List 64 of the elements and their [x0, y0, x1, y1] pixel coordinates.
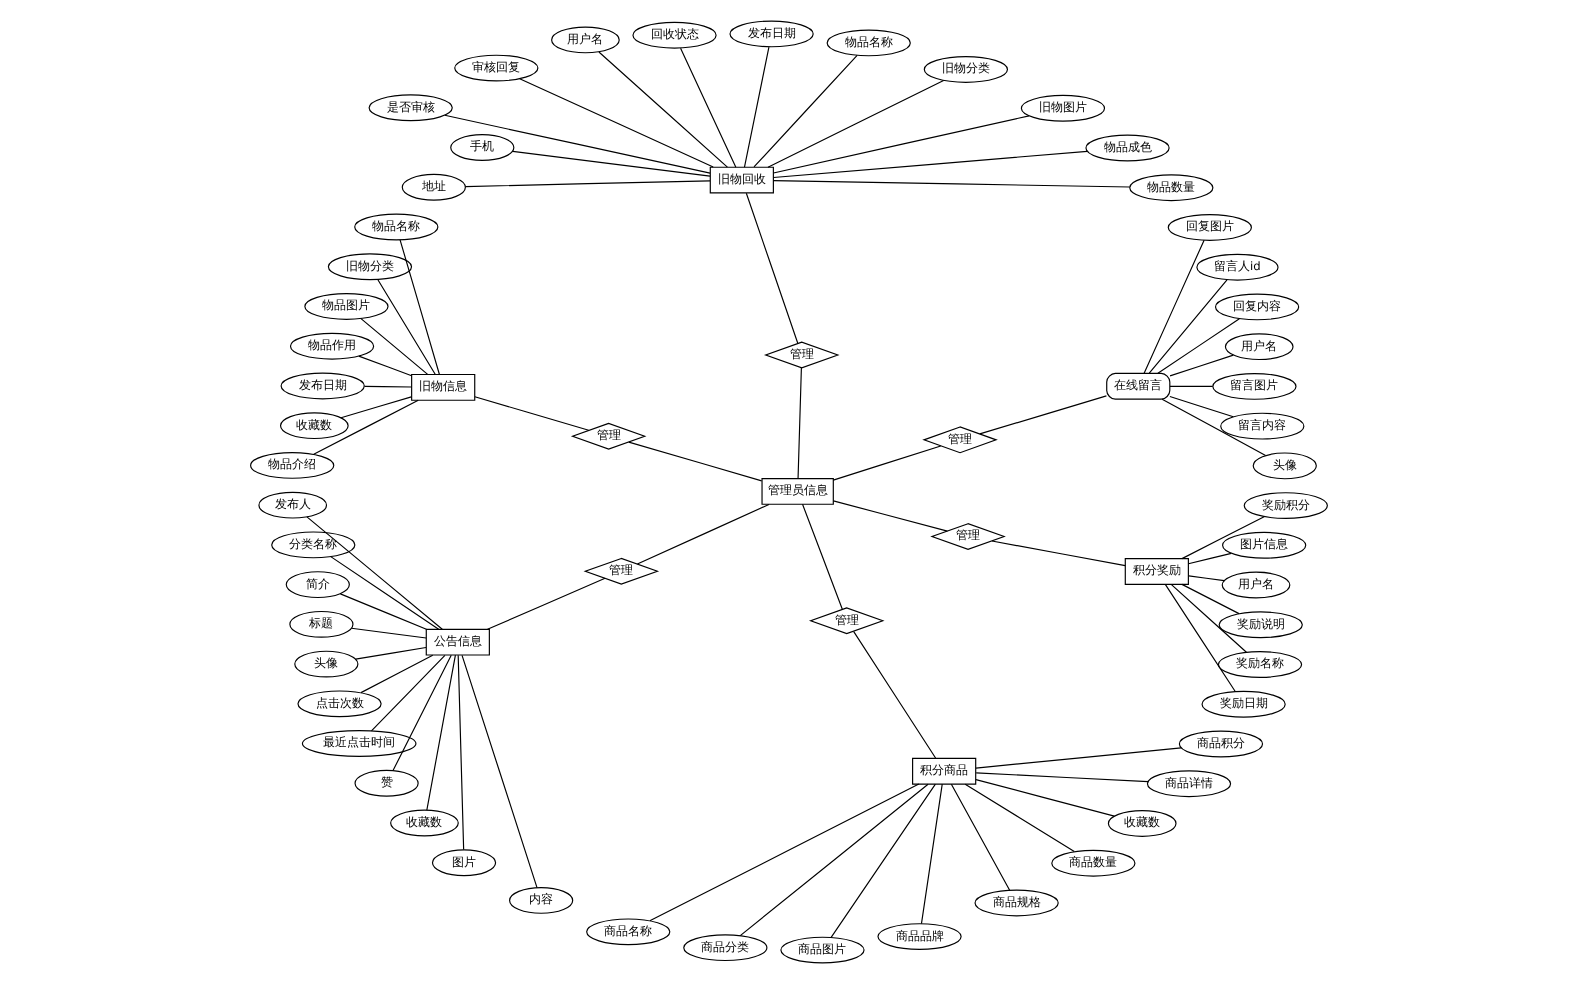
connector	[1157, 318, 1240, 374]
connector	[636, 503, 770, 565]
connector	[745, 192, 799, 345]
connector	[598, 51, 728, 168]
connector	[832, 445, 942, 481]
connector	[801, 503, 843, 610]
connector	[975, 779, 1115, 817]
connector	[979, 395, 1107, 435]
connector	[1169, 354, 1234, 377]
connector	[1169, 395, 1234, 418]
connector	[991, 540, 1126, 567]
connector	[399, 239, 440, 375]
connector	[975, 747, 1182, 769]
connector	[743, 46, 770, 168]
connector	[649, 783, 920, 922]
connector	[797, 367, 802, 479]
connector	[377, 278, 436, 376]
connector	[512, 150, 711, 177]
connector	[339, 593, 427, 630]
connector	[1170, 583, 1248, 653]
connector	[1188, 575, 1225, 582]
connector	[950, 783, 1011, 891]
connector	[370, 654, 446, 732]
connector	[1169, 385, 1214, 387]
connector	[920, 783, 943, 925]
connector	[474, 396, 590, 431]
connector	[772, 150, 1088, 179]
connector	[1181, 583, 1240, 615]
connector	[830, 783, 936, 938]
connector	[964, 783, 1075, 853]
connector	[360, 654, 434, 694]
connector	[1143, 239, 1205, 374]
connector	[363, 385, 413, 388]
connector	[340, 396, 412, 419]
connector	[444, 114, 711, 174]
connector	[767, 79, 945, 168]
connector	[628, 441, 763, 482]
connector	[461, 654, 538, 889]
connector	[486, 577, 606, 630]
connector	[832, 500, 948, 532]
connector	[330, 556, 440, 630]
connector	[772, 115, 1030, 174]
connector	[739, 783, 929, 937]
connector	[853, 631, 937, 759]
connector	[313, 399, 419, 455]
connector	[975, 772, 1149, 783]
connector	[464, 180, 711, 188]
connector	[1181, 516, 1265, 560]
connector	[1187, 552, 1232, 565]
connector	[772, 180, 1131, 188]
connector	[426, 654, 456, 811]
connector	[358, 355, 413, 377]
connector	[519, 78, 714, 168]
connector	[1161, 398, 1267, 457]
connector	[360, 318, 429, 375]
connector	[1164, 584, 1236, 693]
connector	[680, 47, 737, 168]
connector	[457, 654, 465, 851]
connector	[1148, 279, 1228, 374]
connector	[753, 54, 858, 168]
connector	[306, 516, 443, 630]
connector	[355, 646, 427, 660]
connector	[350, 627, 427, 639]
connector	[392, 654, 452, 771]
